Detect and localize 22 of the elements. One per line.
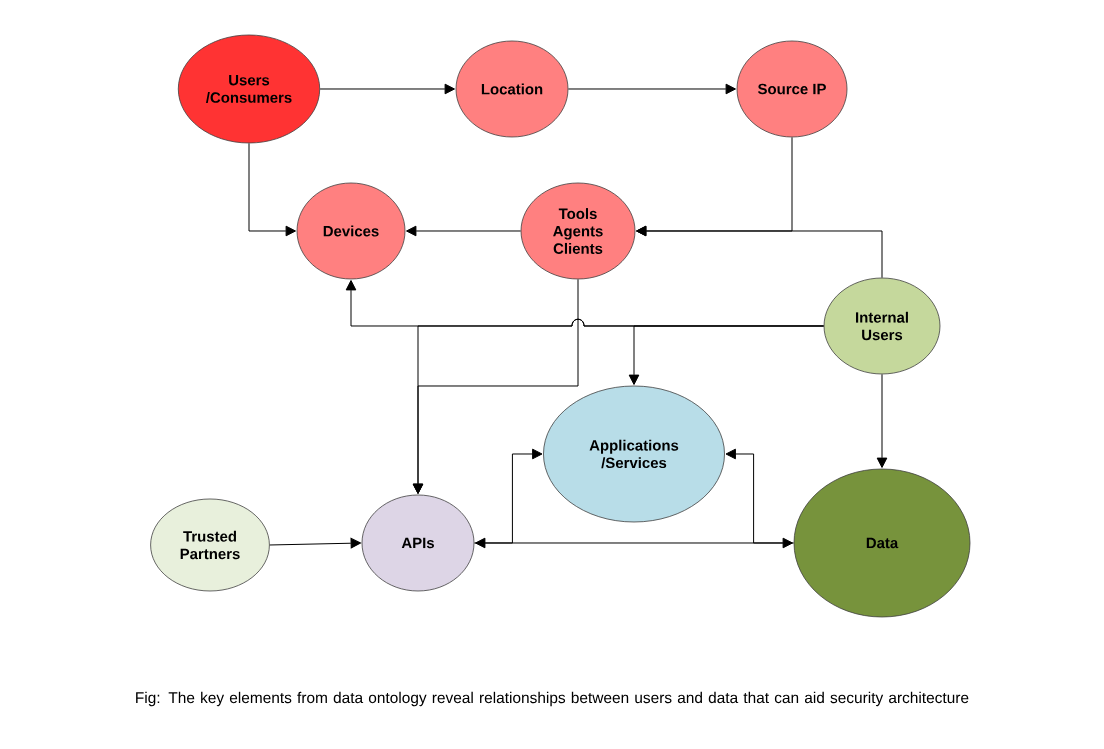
ellipse-node: Internal Users	[823, 277, 941, 375]
ellipse-node: Data	[793, 468, 971, 618]
arrow	[725, 448, 795, 544]
arrow	[636, 225, 883, 279]
arrow	[248, 142, 296, 237]
arrow	[406, 225, 522, 237]
arrow	[567, 83, 736, 95]
ellipse-node: Trusted Partners	[150, 498, 270, 592]
arrow	[876, 373, 888, 468]
ellipse-node: APIs	[361, 494, 475, 592]
arrow	[319, 83, 455, 95]
arrow	[269, 537, 361, 549]
caption: Fig: The key elements from data ontology reveal relationships between users and data that can aid security architecture	[136, 691, 969, 707]
ellipse-node: Users /Consumers	[177, 34, 321, 144]
ellipse-node: Devices	[296, 182, 406, 280]
ellipse-node: Applications /Services	[543, 385, 725, 523]
ellipse-node: Source IP	[736, 40, 848, 138]
arrow	[412, 278, 579, 494]
arrow	[475, 537, 793, 549]
ellipse-node: Location	[455, 40, 569, 138]
ellipse-node: Tools Agents Clients	[520, 182, 636, 280]
arrow	[473, 448, 543, 544]
